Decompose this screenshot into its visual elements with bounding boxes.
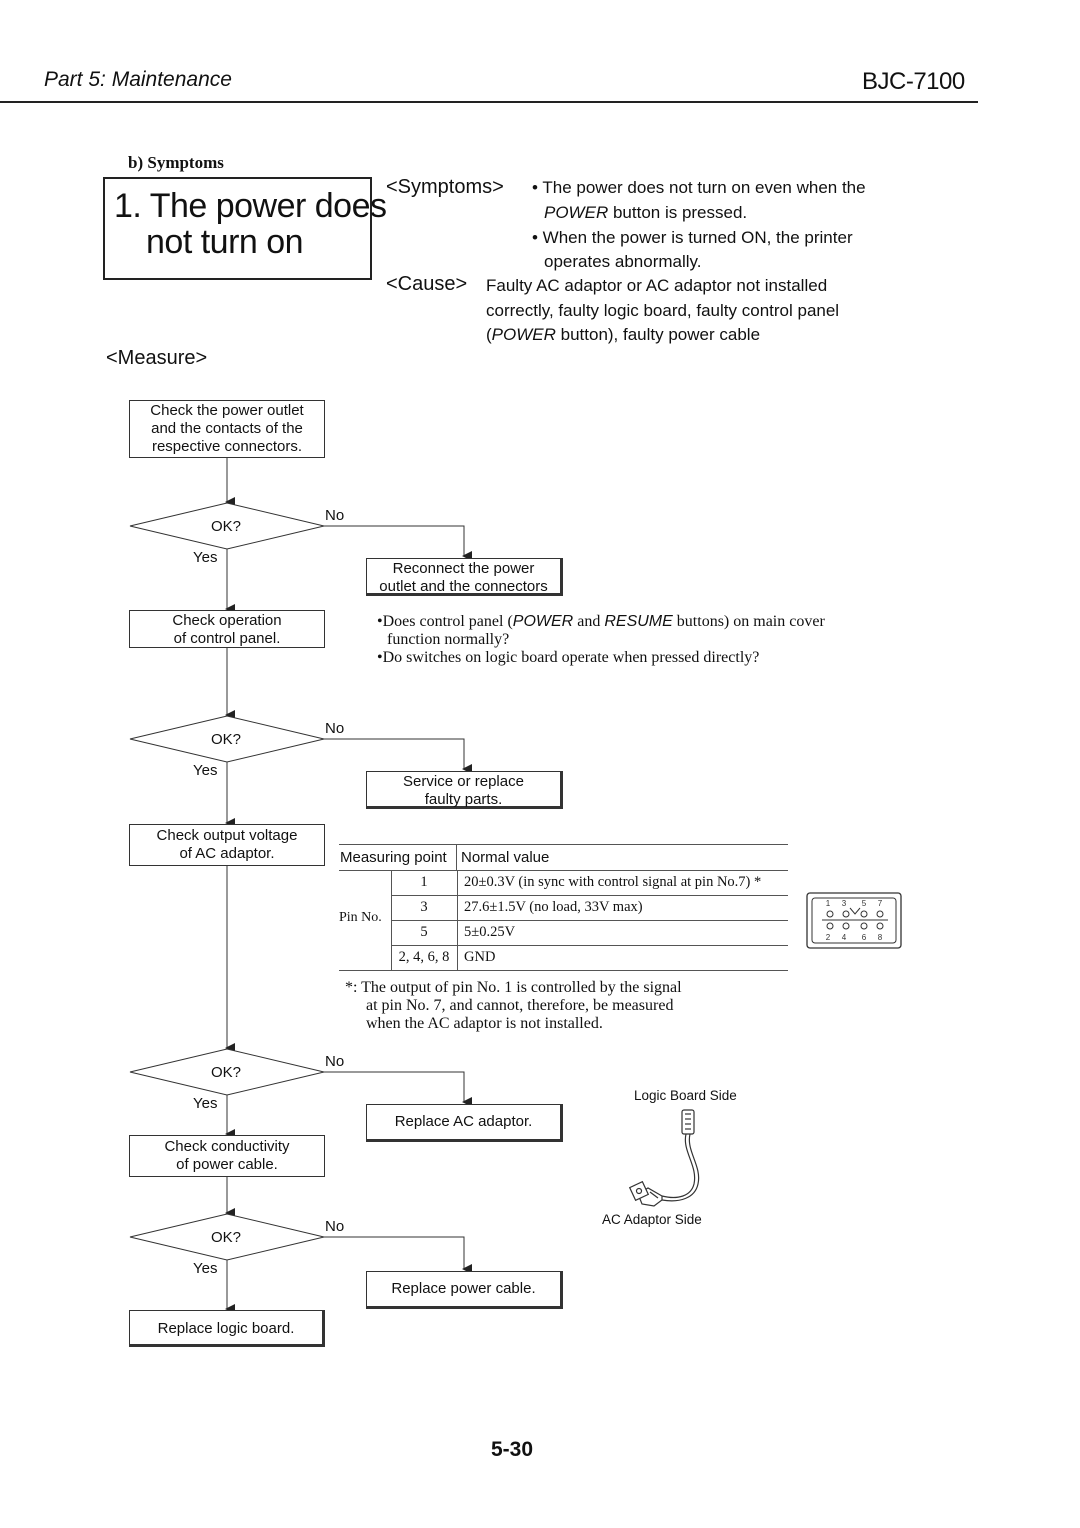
pin-label: 2 bbox=[826, 933, 831, 942]
cause-line-1: Faulty AC adaptor or AC adaptor not inst… bbox=[486, 276, 828, 295]
flow-fix-replace-power-cable: Replace power cable. bbox=[366, 1271, 563, 1309]
symptom-item-1a: • The power does not turn on even when t… bbox=[532, 178, 866, 197]
measure-tag: <Measure> bbox=[106, 347, 208, 369]
decision-label-1: OK? bbox=[211, 518, 242, 535]
table-header-value: Normal value bbox=[456, 845, 788, 871]
pin-label: 1 bbox=[826, 899, 831, 908]
header-part: Part 5: Maintenance bbox=[44, 68, 232, 91]
title-box bbox=[103, 177, 372, 280]
pin-label: 6 bbox=[862, 933, 867, 942]
table-rule bbox=[391, 895, 788, 896]
table-row-value: 5±0.25V bbox=[464, 924, 516, 940]
symptom-item-2b: operates abnormally. bbox=[544, 252, 702, 271]
decision-diamond-1 bbox=[129, 502, 325, 550]
pin-label: 7 bbox=[878, 899, 883, 908]
header-model: BJC-7100 bbox=[862, 68, 965, 95]
title-line-2: not turn on bbox=[146, 223, 304, 261]
flow-final-replace-logic-board: Replace logic board. bbox=[129, 1310, 325, 1347]
power-cable-illustration bbox=[628, 1109, 700, 1207]
footnote-line-1: *: The output of pin No. 1 is controlled… bbox=[345, 979, 682, 996]
connector-pin-diagram: 1 3 5 7 2 4 6 8 bbox=[806, 892, 902, 949]
yes-label-4: Yes bbox=[193, 1260, 218, 1277]
decision-label-2: OK? bbox=[211, 731, 242, 748]
table-row-value: 20±0.3V (in sync with control signal at … bbox=[464, 874, 762, 890]
decision-label-3: OK? bbox=[211, 1064, 242, 1081]
yes-label-3: Yes bbox=[193, 1095, 218, 1112]
footnote-line-3: when the AC adaptor is not installed. bbox=[366, 1015, 603, 1032]
table-top-rule bbox=[339, 844, 788, 845]
decision-diamond-3 bbox=[129, 1048, 325, 1096]
table-header-point: Measuring point bbox=[339, 845, 457, 871]
no-label-3: No bbox=[325, 1053, 345, 1070]
symptom-item-2a: • When the power is turned ON, the print… bbox=[532, 228, 853, 247]
yes-label-2: Yes bbox=[193, 762, 218, 779]
section-label: b) Symptoms bbox=[128, 153, 224, 172]
table-row-pin: 1 bbox=[420, 874, 428, 890]
no-label-1: No bbox=[325, 507, 345, 524]
note-control-panel-2: function normally? bbox=[387, 631, 510, 648]
cable-bottom-label: AC Adaptor Side bbox=[602, 1212, 702, 1227]
header-rule bbox=[0, 101, 978, 103]
table-group-label: Pin No. bbox=[339, 910, 382, 925]
cause-line-3: (POWER button), faulty power cable bbox=[486, 325, 761, 344]
decision-diamond-2 bbox=[129, 715, 325, 763]
page-number: 5-30 bbox=[491, 1438, 534, 1461]
pin-label: 3 bbox=[842, 899, 847, 908]
flow-fix-replace-ac-adaptor: Replace AC adaptor. bbox=[366, 1104, 563, 1142]
table-row-value: 27.6±1.5V (no load, 33V max) bbox=[464, 899, 643, 915]
decision-diamond-4 bbox=[129, 1213, 325, 1261]
no-label-4: No bbox=[325, 1218, 345, 1235]
table-rule bbox=[391, 920, 788, 921]
cable-top-label: Logic Board Side bbox=[634, 1088, 737, 1103]
pin-label: 8 bbox=[878, 933, 883, 942]
no-label-2: No bbox=[325, 720, 345, 737]
title-line-1: 1. The power does bbox=[114, 187, 387, 225]
symptoms-tag: <Symptoms> bbox=[386, 176, 504, 198]
yes-label-1: Yes bbox=[193, 549, 218, 566]
cause-line-2: correctly, faulty logic board, faulty co… bbox=[486, 301, 840, 320]
table-row-pin: 5 bbox=[420, 924, 428, 940]
note-logic-switches: •Do switches on logic board operate when… bbox=[377, 649, 760, 666]
note-control-panel-1: •Does control panel (POWER and RESUME bu… bbox=[377, 613, 825, 630]
symptom-item-1b: POWER button is pressed. bbox=[544, 203, 748, 222]
footnote-line-2: at pin No. 7, and cannot, therefore, be … bbox=[366, 997, 674, 1014]
table-row-pin: 3 bbox=[420, 899, 428, 915]
table-rule bbox=[391, 945, 788, 946]
table-rule bbox=[339, 970, 788, 971]
table-body: Pin No. 1 20±0.3V (in sync with control … bbox=[339, 870, 788, 971]
decision-label-4: OK? bbox=[211, 1229, 242, 1246]
table-row-pin: 2, 4, 6, 8 bbox=[398, 949, 450, 965]
cause-tag: <Cause> bbox=[386, 273, 468, 295]
pin-label: 5 bbox=[862, 899, 867, 908]
table-row-value: GND bbox=[464, 949, 496, 965]
pin-label: 4 bbox=[842, 933, 847, 942]
measurement-table: Measuring point Normal value bbox=[339, 845, 788, 871]
